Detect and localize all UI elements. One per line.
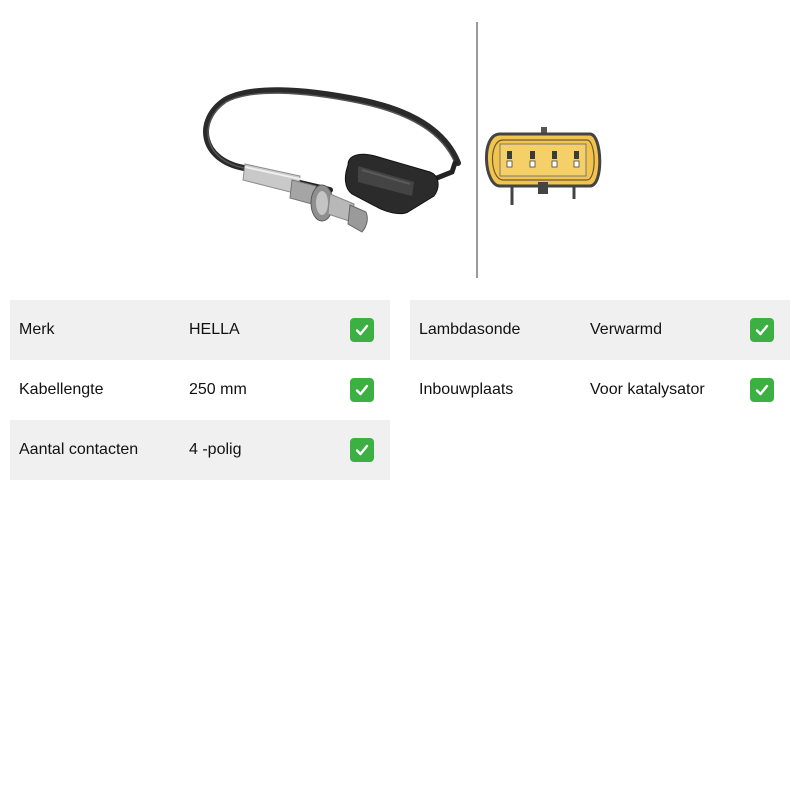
spec-value: HELLA	[189, 321, 240, 338]
spec-value: 250 mm	[189, 381, 247, 398]
spec-label: Lambdasonde	[419, 321, 521, 338]
spec-row: Aantal contacten 4 -polig	[10, 420, 390, 480]
spec-row: Merk HELLA	[10, 300, 390, 360]
connector-diagram	[485, 127, 602, 205]
check-mark-icon	[350, 318, 374, 342]
spec-value: Voor katalysator	[590, 381, 705, 398]
spec-label: Inbouwplaats	[419, 381, 514, 398]
spec-label: Merk	[19, 321, 55, 338]
spec-table-left: Merk HELLA Kabellengte 250 mm Aantal con…	[10, 300, 390, 480]
spec-label: Kabellengte	[19, 381, 104, 398]
spec-table-right: Lambdasonde Verwarmd Inbouwplaats Voor k…	[410, 300, 790, 420]
spec-row: Inbouwplaats Voor katalysator	[410, 360, 790, 420]
spec-value: 4 -polig	[189, 441, 242, 458]
check-mark-icon	[750, 318, 774, 342]
check-mark-icon	[350, 378, 374, 402]
product-illustration	[203, 22, 602, 278]
spec-label: Aantal contacten	[19, 441, 139, 458]
spec-value: Verwarmd	[590, 321, 663, 338]
spec-row: Lambdasonde Verwarmd	[410, 300, 790, 360]
product-image	[0, 0, 800, 290]
check-mark-icon	[350, 438, 374, 462]
lambda-sensor-image	[203, 87, 461, 233]
spec-row: Kabellengte 250 mm	[10, 360, 390, 420]
check-mark-icon	[750, 378, 774, 402]
